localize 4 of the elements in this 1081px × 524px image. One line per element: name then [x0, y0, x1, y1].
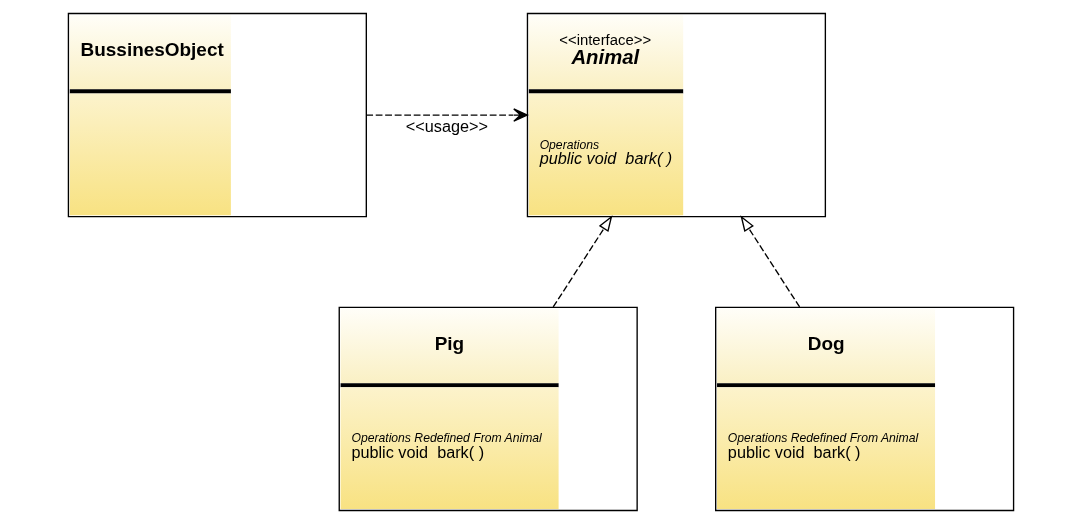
- arrow: [365, 108, 528, 122]
- arrow: [739, 215, 800, 308]
- edge-label: <<usage>>: [405, 117, 488, 136]
- arrow: [552, 215, 612, 308]
